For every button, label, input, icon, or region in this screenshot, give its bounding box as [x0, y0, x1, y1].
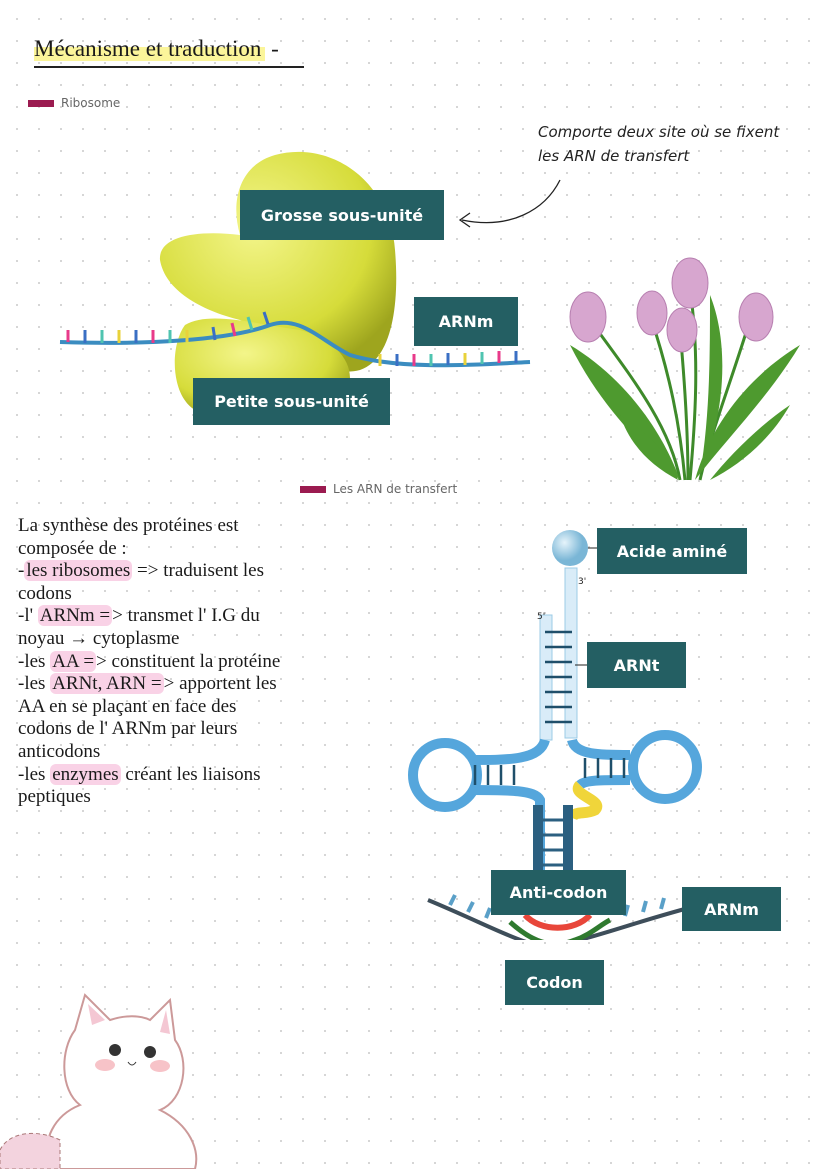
- highlight: AA =: [50, 650, 97, 672]
- label-trna: ARNt: [587, 642, 686, 688]
- highlight: les ribosomes: [24, 560, 133, 582]
- text-line: -l' ARNm => transmet l' I.G du: [18, 605, 348, 628]
- title-underline: [34, 66, 304, 68]
- label-small-subunit: Petite sous-unité: [193, 378, 390, 425]
- handwritten-annotation: Comporte deux site où se fixent les ARN …: [538, 120, 779, 168]
- legend-label: Ribosome: [61, 96, 121, 110]
- text-line: -les ribosomes => traduisent les: [18, 560, 348, 583]
- annotation-line: Comporte deux site où se fixent: [538, 123, 780, 141]
- legend-swatch: [300, 485, 326, 493]
- text-line: codons de l' ARNm par leurs: [18, 718, 238, 740]
- title-text: Mécanisme et traduction: [34, 36, 266, 61]
- legend-label: Les ARN de transfert: [333, 482, 458, 496]
- legend-ribosome: Ribosome: [28, 96, 120, 110]
- tulips-image: [569, 257, 800, 481]
- text: => traduisent les: [132, 560, 265, 582]
- text-line: peptiques: [18, 786, 91, 808]
- text: -les: [18, 763, 51, 785]
- text: -l': [18, 605, 38, 627]
- highlight: enzymes: [50, 763, 121, 785]
- label-anticodon: Anti-codon: [491, 870, 626, 915]
- legend-swatch: [28, 99, 54, 107]
- text-line: -les AA => constituent la protéine: [18, 650, 348, 674]
- label-mrna-trna: ARNm: [682, 887, 781, 931]
- three-prime-label: 3': [578, 577, 587, 587]
- label-codon: Codon: [505, 960, 604, 1005]
- text-line: La synthèse des protéines est: [18, 515, 239, 536]
- text-line: codons: [18, 582, 72, 604]
- amino-acid-sphere: [552, 530, 588, 566]
- label-mrna: ARNm: [414, 297, 518, 346]
- page-title: Mécanisme et traduction -: [34, 36, 279, 62]
- text: créant les liaisons: [120, 763, 261, 785]
- title-dash: -: [271, 36, 279, 61]
- annotation-line: les ARN de transfert: [538, 147, 690, 165]
- text-line: composée de :: [18, 537, 127, 559]
- text-line: -les enzymes créant les liaisons: [18, 763, 348, 787]
- cat-sticker: [0, 993, 198, 1169]
- text: > transmet l' I.G du: [112, 605, 260, 627]
- annotation-arrow: [458, 179, 561, 228]
- text-line: AA en se plaçant en face des: [18, 695, 237, 717]
- text: -les: [18, 673, 51, 695]
- text: -: [18, 560, 25, 582]
- legend-trna: Les ARN de transfert: [300, 482, 457, 496]
- text-line: noyau → cytoplasme: [18, 627, 180, 649]
- text-line: -les ARNt, ARN => apportent les: [18, 673, 348, 696]
- body-text: La synthèse des protéines est composée d…: [18, 515, 348, 809]
- text-line: anticodons: [18, 740, 101, 762]
- text: > constituent la protéine: [96, 650, 281, 672]
- highlight: ARNm =: [37, 605, 113, 627]
- text: -les: [18, 650, 51, 672]
- highlight: ARNt, ARN =: [50, 673, 164, 695]
- label-amino-acid: Acide aminé: [597, 528, 747, 574]
- label-large-subunit: Grosse sous-unité: [240, 190, 444, 240]
- trna-illustration: [408, 530, 702, 940]
- five-prime-label: 5': [537, 612, 546, 622]
- text: > apportent les: [163, 673, 277, 695]
